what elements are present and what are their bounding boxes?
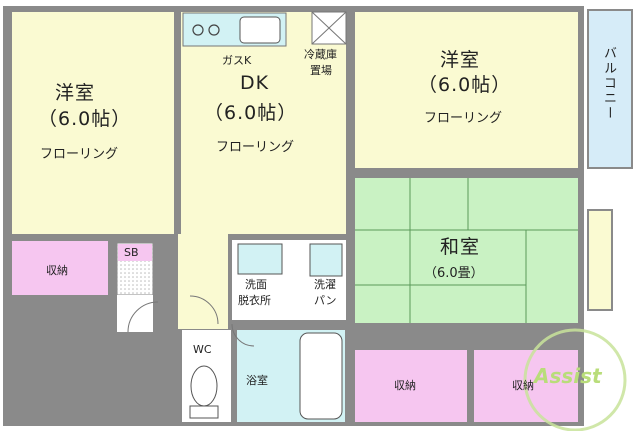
tatami-lines (355, 178, 578, 323)
gas-kitchen-label: ガスK (222, 54, 252, 67)
western-right-size: （6.0帖） (418, 74, 512, 96)
gas-stove-icon (192, 24, 220, 36)
bath-label: 浴室 (246, 374, 268, 387)
bathtub-icon (299, 332, 343, 420)
balcony-right (587, 209, 613, 311)
western-right-name: 洋室 (440, 49, 481, 71)
storage-mid (355, 350, 467, 422)
western-room-left-floor (12, 12, 174, 234)
entrance (117, 295, 153, 332)
fridge-label-2: 置場 (310, 64, 332, 77)
storage-right-label: 収納 (512, 379, 534, 392)
balcony (587, 9, 633, 169)
logo-text: Assist (534, 364, 602, 388)
laundry-pan-icon (309, 243, 343, 277)
western-right-floor: フローリング (424, 111, 503, 126)
japanese-room-floor (355, 178, 578, 323)
door-arcs (127, 295, 255, 347)
japanese-size: （6.0畳） (424, 266, 484, 281)
western-room-right-floor (355, 12, 578, 168)
dk-floor: フローリング (216, 140, 295, 155)
dk-size: （6.0帖） (204, 102, 298, 124)
toilet-icon (190, 365, 218, 407)
japanese-name: 和室 (440, 236, 481, 258)
laundry-label-1: 洗濯 (314, 278, 336, 291)
balcony-label: バルコニー (601, 46, 616, 121)
washbasin-icon (237, 243, 283, 275)
storage-mid-label: 収納 (394, 379, 416, 392)
storage-left-label: 収納 (46, 264, 68, 277)
dk-name: DK (240, 72, 270, 94)
laundry-label-2: パン (314, 294, 337, 307)
washroom-label-2: 脱衣所 (238, 294, 271, 307)
assist-logo (523, 328, 627, 431)
washroom-label-1: 洗面 (245, 278, 267, 291)
western-left-size: （6.0帖） (38, 108, 132, 130)
wc-label: WC (193, 343, 212, 356)
western-left-floor: フローリング (40, 147, 119, 162)
storage-left (12, 241, 108, 295)
fridge-label-1: 冷蔵庫 (304, 48, 337, 61)
western-left-name: 洋室 (55, 82, 96, 104)
dk-floor (181, 12, 346, 234)
sb-label: SB (124, 246, 139, 259)
hallway-floor (178, 234, 228, 329)
sink-icon (239, 16, 281, 44)
